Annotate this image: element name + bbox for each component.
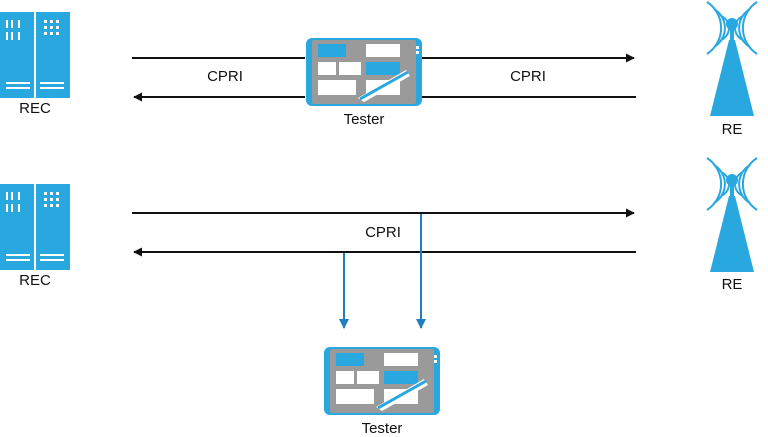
cpri-label-bottom: CPRI — [365, 224, 401, 241]
rec-label-top: REC — [19, 100, 51, 117]
re-label-top: RE — [721, 121, 743, 138]
cpri-label-top-left: CPRI — [207, 68, 243, 85]
tester-tablet-icon-bottom — [324, 347, 440, 415]
rec-server-icon-bottom — [0, 184, 70, 270]
cpri-label-top-right: CPRI — [510, 68, 546, 85]
tester-tablet-icon-top — [306, 38, 422, 106]
rec-label-bottom: REC — [19, 272, 51, 289]
re-label-bottom: RE — [721, 276, 743, 293]
tester-label-top: Tester — [343, 111, 385, 128]
re-antenna-icon — [706, 1, 758, 116]
rec-server-icon — [0, 12, 70, 98]
tester-label-bottom: Tester — [361, 420, 403, 437]
re-antenna-icon-bottom — [706, 157, 758, 272]
